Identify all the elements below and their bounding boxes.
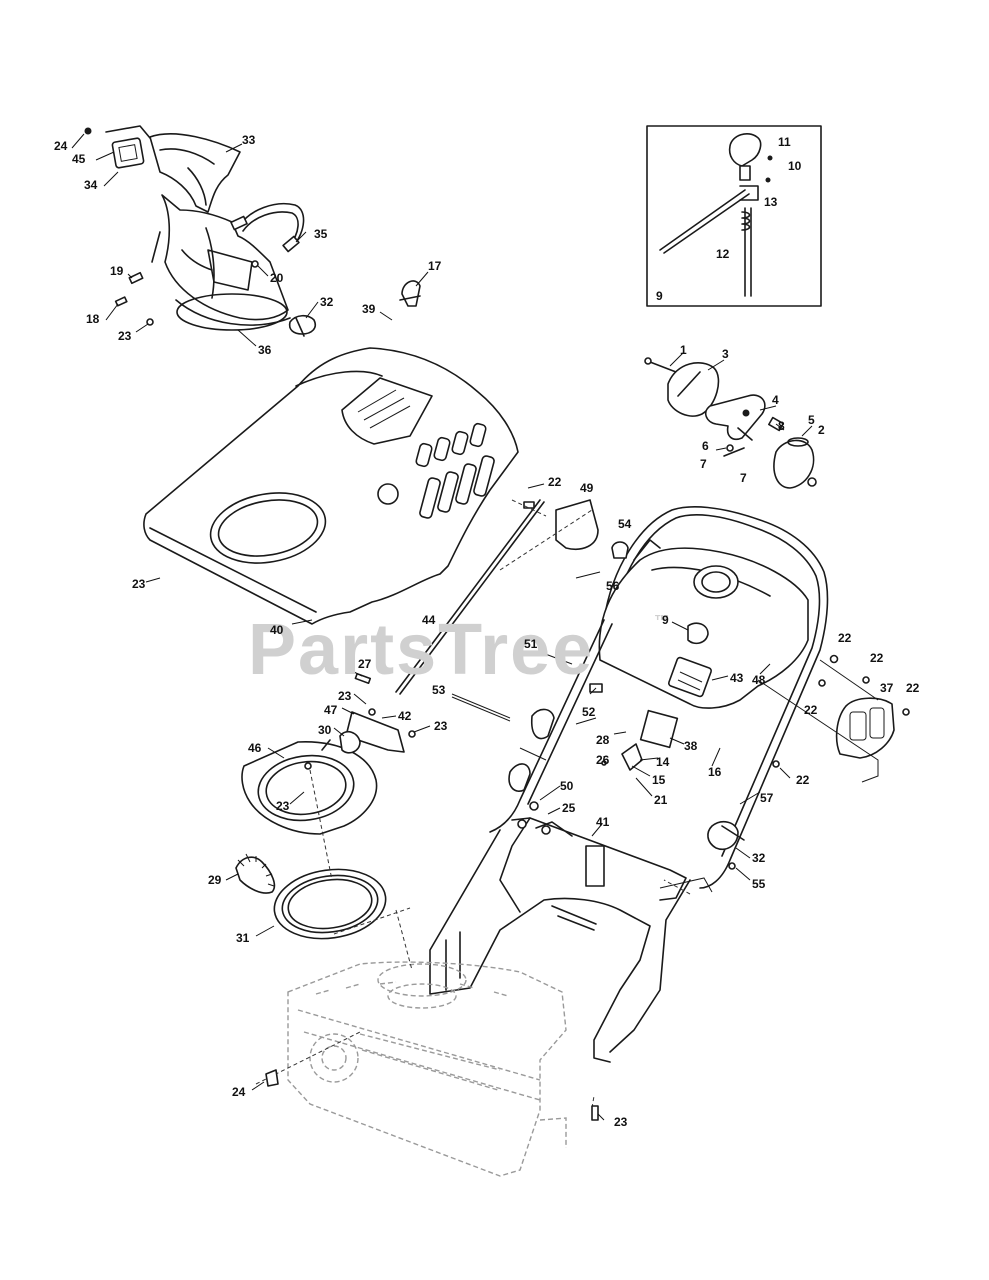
callout-6: 6	[702, 439, 709, 453]
callout-28: 28	[596, 733, 610, 747]
callout-23: 23	[118, 329, 132, 343]
callout-49: 49	[580, 481, 594, 495]
callout-14: 14	[656, 755, 670, 769]
callouts-auger	[225, 667, 431, 937]
watermark-text: PartsTree	[248, 610, 594, 690]
callout-32-handle: 32	[752, 851, 766, 865]
callout-5: 5	[808, 413, 815, 427]
inset-box[interactable]	[646, 125, 822, 307]
callout-33: 33	[242, 133, 256, 147]
callout-45: 45	[72, 152, 86, 166]
callout-35: 35	[314, 227, 328, 241]
callout-38: 38	[684, 739, 698, 753]
callout-47: 47	[324, 703, 338, 717]
callout-16: 16	[708, 765, 722, 779]
callout-53: 53	[432, 683, 446, 697]
callout-8: 8	[778, 419, 785, 433]
callout-30: 30	[318, 723, 332, 737]
shroud-cover[interactable]	[143, 280, 519, 625]
callout-numbers: 33 24 45 34 35 19 20 18 23 36 32 17 39 1…	[54, 133, 920, 1129]
callout-22-b: 22	[870, 651, 884, 665]
housing-fasteners[interactable]	[265, 1069, 599, 1121]
callout-22-e: 22	[796, 773, 810, 787]
callout-29: 29	[208, 873, 222, 887]
inset-label-9: 9	[656, 289, 663, 303]
callout-42: 42	[398, 709, 412, 723]
callouts-control	[669, 351, 813, 451]
callout-15: 15	[652, 773, 666, 787]
callout-48: 48	[752, 673, 766, 687]
callout-7a: 7	[700, 457, 707, 471]
callout-46: 46	[248, 741, 262, 755]
callout-23-shroud: 23	[132, 577, 146, 591]
callout-37: 37	[880, 681, 894, 695]
callouts-shroud	[145, 271, 545, 625]
callout-2: 2	[818, 423, 825, 437]
callout-55: 55	[752, 877, 766, 891]
callout-11: 11	[778, 135, 791, 149]
callout-13: 13	[764, 195, 778, 209]
callout-56: 56	[606, 579, 620, 593]
callout-18: 18	[86, 312, 100, 326]
callout-26: 26	[596, 753, 610, 767]
callout-52: 52	[582, 705, 596, 719]
callout-12: 12	[716, 247, 730, 261]
handle-assembly[interactable]	[395, 499, 910, 889]
callout-23-c: 23	[434, 719, 448, 733]
callout-17: 17	[428, 259, 442, 273]
callout-51: 51	[524, 637, 538, 651]
callout-25: 25	[562, 801, 576, 815]
callout-23-d: 23	[276, 799, 290, 813]
callout-43: 43	[730, 671, 744, 685]
callout-44: 44	[422, 613, 436, 627]
callout-39: 39	[362, 302, 376, 316]
callout-41: 41	[596, 815, 610, 829]
callout-23-b: 23	[338, 689, 352, 703]
callout-31: 31	[236, 931, 250, 945]
callout-20: 20	[270, 271, 284, 285]
callout-57: 57	[760, 791, 774, 805]
callout-3: 3	[722, 347, 729, 361]
auger-control-group[interactable]	[644, 357, 817, 489]
callout-54: 54	[618, 517, 632, 531]
callouts-frame	[539, 785, 603, 837]
callout-36: 36	[258, 343, 272, 357]
callout-50: 50	[560, 779, 574, 793]
callout-21: 21	[654, 793, 668, 807]
callout-24: 24	[54, 139, 68, 153]
chute-assembly[interactable]	[84, 125, 317, 337]
callout-19: 19	[110, 264, 124, 278]
auger-housing-parts[interactable]	[235, 672, 416, 946]
callouts-housing	[251, 1081, 605, 1121]
callout-4: 4	[772, 393, 779, 407]
callout-34: 34	[84, 178, 98, 192]
callout-24-housing: 24	[232, 1085, 246, 1099]
callout-22-c: 22	[906, 681, 920, 695]
callout-22-d: 22	[804, 703, 818, 717]
callout-7b: 7	[740, 471, 747, 485]
callouts-chute	[71, 133, 319, 347]
callout-9: 9	[662, 613, 669, 627]
callout-40: 40	[270, 623, 284, 637]
callout-27: 27	[358, 657, 372, 671]
watermark-trademark: ™	[654, 613, 670, 630]
callout-23-housing: 23	[614, 1115, 628, 1129]
callout-1: 1	[680, 343, 687, 357]
callouts-handle	[575, 571, 791, 881]
auger-housing-reference	[287, 961, 567, 1177]
callout-22-shroud: 22	[548, 475, 562, 489]
callout-32: 32	[320, 295, 334, 309]
callout-10: 10	[788, 159, 802, 173]
callout-22-a: 22	[838, 631, 852, 645]
frame[interactable]	[429, 747, 713, 1063]
